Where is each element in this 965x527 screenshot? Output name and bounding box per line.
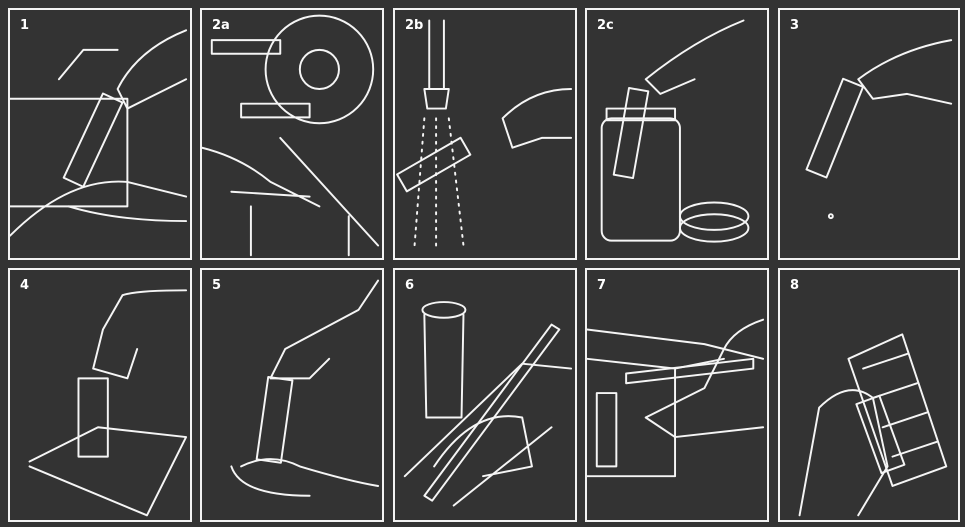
- tube-in-jar-illustration: [600, 19, 750, 243]
- step-label: 4: [20, 278, 30, 293]
- sample-card-illustration: [798, 333, 948, 517]
- step-label: 7: [597, 278, 607, 293]
- step-label: 2b: [405, 18, 424, 33]
- step-3-panel: 3: [778, 8, 960, 260]
- step-7-panel: 7: [585, 268, 769, 522]
- step-label: 2a: [212, 18, 230, 33]
- step-label: 2c: [597, 18, 614, 33]
- step-label: 8: [790, 278, 800, 293]
- labeling-with-pen-illustration: [403, 301, 573, 507]
- step-8-panel: 8: [778, 268, 960, 522]
- step-5-panel: 5: [200, 268, 384, 522]
- step-2a-panel: 2a: [200, 8, 384, 260]
- step-label: 3: [790, 18, 800, 33]
- step-label: 6: [405, 278, 415, 293]
- tube-on-paper-illustration: [28, 289, 188, 517]
- rinse-under-tap-illustration: [396, 19, 573, 247]
- placing-in-tray-illustration: [587, 318, 765, 478]
- step-label: 5: [212, 278, 222, 293]
- tube-held-over-hand-illustration: [10, 29, 188, 237]
- tube-dripping-illustration: [805, 39, 953, 220]
- step-label: 1: [20, 18, 30, 33]
- step-2b-panel: 2b: [393, 8, 577, 260]
- step-2c-panel: 2c: [585, 8, 769, 260]
- step-6-panel: 6: [393, 268, 577, 522]
- centrifuge-illustration: [202, 14, 380, 257]
- tube-on-fingertip-illustration: [230, 279, 380, 497]
- step-1-panel: 1: [8, 8, 192, 260]
- step-4-panel: 4: [8, 268, 192, 522]
